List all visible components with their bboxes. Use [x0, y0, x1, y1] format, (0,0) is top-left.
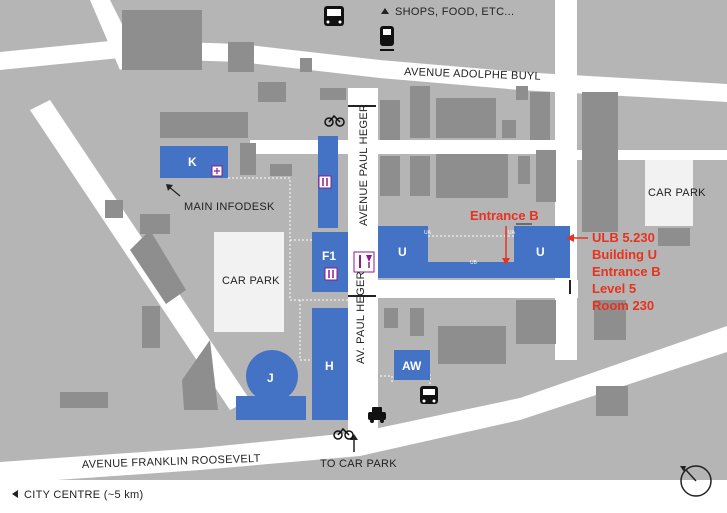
car-park-right-label: CAR PARK — [648, 187, 706, 199]
building-aw-label: AW — [402, 359, 422, 373]
bike-icon — [333, 427, 354, 440]
shops-label: SHOPS, FOOD, ETC... — [395, 6, 514, 18]
street-av-paul-heger: AV. PAUL HEGER — [355, 271, 367, 364]
info-icon — [211, 165, 223, 177]
callout-line-4: Level 5 — [592, 281, 636, 296]
building-u-link — [378, 262, 570, 278]
road-franklin-roosevelt — [0, 326, 727, 484]
building-h — [312, 308, 348, 420]
compass-icon — [680, 465, 712, 497]
building-aw — [394, 350, 430, 380]
road-right-vertical — [555, 0, 577, 360]
building-h-label: H — [325, 359, 334, 373]
car-park-right — [645, 160, 693, 226]
entrance-ub-label: UB — [470, 260, 478, 266]
entrance-ua-label: UA — [424, 230, 432, 236]
entrance-ua2-label: UA — [508, 230, 516, 236]
infodesk-arrowhead-icon — [166, 184, 173, 191]
car-park-left-label: CAR PARK — [222, 275, 280, 287]
restaurant-icon — [324, 267, 338, 281]
city-centre-arrow-icon — [12, 490, 18, 498]
to-car-park-label: TO CAR PARK — [320, 458, 397, 470]
building-j-label: J — [267, 371, 274, 385]
city-blocks — [60, 10, 690, 416]
taxi-icon — [368, 407, 386, 423]
callout-line-1: ULB 5.230 — [592, 230, 655, 245]
train-icon — [380, 26, 394, 51]
building-j-dome — [246, 350, 298, 402]
callout-arrowhead-icon — [566, 234, 574, 242]
shops-arrow-icon — [381, 8, 389, 14]
road-u-south — [378, 280, 578, 298]
entrance-b-arrowhead-icon — [502, 258, 510, 265]
restaurant-icon — [318, 175, 332, 189]
building-u-right-label: U — [536, 245, 545, 259]
restaurant-icon — [353, 251, 375, 273]
bus-icon — [420, 386, 438, 404]
building-k-label: K — [188, 155, 197, 169]
main-infodesk-label: MAIN INFODESK — [184, 201, 275, 213]
city-centre-label: CITY CENTRE (~5 km) — [24, 489, 143, 501]
callout-line-2: Building U — [592, 247, 657, 262]
street-adolphe-buyl: AVENUE ADOLPHE BUYL — [404, 66, 541, 83]
building-f1-label: F1 — [322, 249, 336, 263]
university-buildings — [160, 136, 570, 420]
bike-icon — [324, 114, 345, 127]
building-u-left-label: U — [398, 245, 407, 259]
car-park-left — [214, 232, 284, 332]
street-paul-heger: AVENUE PAUL HEGER — [358, 104, 370, 226]
bus-icon — [324, 6, 344, 26]
road-mid-horizontal — [250, 140, 560, 154]
entrance-b-label: Entrance B — [470, 208, 539, 223]
building-f1 — [312, 232, 348, 292]
callout-line-5: Room 230 — [592, 298, 654, 313]
road-bottom-edge — [0, 480, 727, 513]
building-j-base — [236, 396, 306, 420]
callout-line-3: Entrance B — [592, 264, 661, 279]
